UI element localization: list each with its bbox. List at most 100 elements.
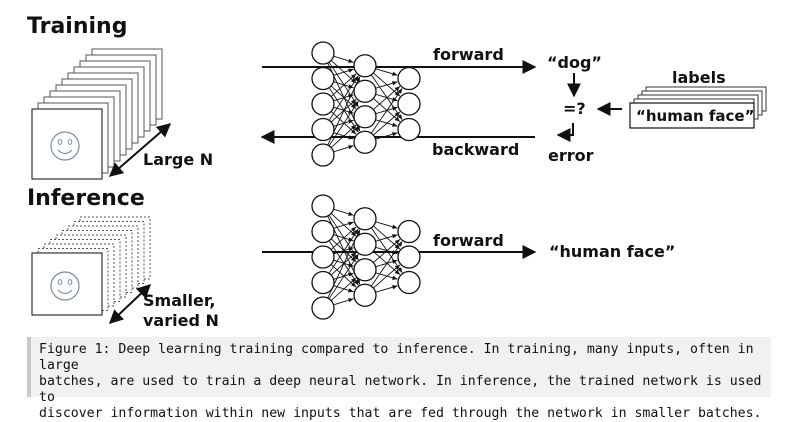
figure-caption: Figure 1: Deep learning training compare… xyxy=(27,337,771,421)
error-label: error xyxy=(548,146,594,165)
inference-forward-label: forward xyxy=(433,231,504,250)
compare-label: =? xyxy=(563,99,586,118)
front-image-frame xyxy=(31,252,103,316)
connection-arrowhead xyxy=(394,86,400,92)
connection-arrowhead xyxy=(348,262,354,267)
network-connection xyxy=(373,86,401,110)
connection-arrowhead xyxy=(350,282,357,288)
inference-output-label: “human face” xyxy=(549,242,675,261)
connection-arrowhead xyxy=(397,267,403,273)
connection-arrowhead xyxy=(392,71,398,76)
connection-arrowhead xyxy=(350,73,357,79)
network-connection xyxy=(330,226,357,250)
connection-arrowhead xyxy=(348,58,354,63)
connection-arrowhead xyxy=(392,122,398,127)
connection-arrowhead xyxy=(392,259,398,264)
connection-arrowhead xyxy=(353,126,359,133)
network-connection xyxy=(370,241,403,287)
connection-arrowhead xyxy=(353,279,359,286)
network-node xyxy=(311,92,335,116)
network-node xyxy=(311,245,335,269)
network-connection xyxy=(330,124,357,148)
network-node xyxy=(353,130,377,154)
connection-arrowhead xyxy=(355,278,360,285)
front-image-frame xyxy=(31,108,103,180)
network-connection xyxy=(373,239,401,263)
training-image-stack xyxy=(31,48,163,180)
caption-line-3: discover information within new inputs t… xyxy=(39,406,762,421)
inference-neural-network xyxy=(311,194,421,320)
network-node xyxy=(353,79,377,103)
network-node xyxy=(397,66,421,91)
network-node xyxy=(397,270,421,295)
connection-arrowhead xyxy=(350,277,357,283)
connection-arrowhead xyxy=(348,68,354,73)
network-connection xyxy=(330,73,357,97)
network-connection xyxy=(328,254,359,300)
network-node xyxy=(353,283,377,307)
connection-arrowhead xyxy=(392,234,398,239)
network-node xyxy=(311,143,335,167)
inference-heading: Inference xyxy=(27,186,145,211)
network-node xyxy=(397,117,421,142)
connection-arrowhead xyxy=(392,285,398,290)
network-connection xyxy=(373,264,401,289)
network-node xyxy=(311,219,335,244)
connection-arrowhead xyxy=(397,241,403,247)
training-neural-network xyxy=(311,41,421,167)
connection-arrowhead xyxy=(392,106,398,111)
network-node xyxy=(311,296,335,320)
connection-arrowhead xyxy=(397,114,403,120)
network-node xyxy=(311,41,335,65)
compare-to-error-arrow xyxy=(556,123,574,142)
inference-batch-label-line2: varied N xyxy=(143,311,219,330)
label-value: “human face” xyxy=(636,107,754,125)
connection-arrowhead xyxy=(350,124,357,130)
network-node xyxy=(353,232,377,256)
connection-arrowhead xyxy=(355,125,360,132)
connection-arrowhead xyxy=(348,145,354,150)
network-node xyxy=(353,54,377,78)
connection-arrowhead xyxy=(394,269,400,275)
label-cards-stack xyxy=(629,86,767,129)
inference-batch-arrow xyxy=(108,284,152,324)
connection-arrowhead xyxy=(394,244,400,250)
network-node xyxy=(397,245,421,269)
connection-arrowhead xyxy=(348,84,354,89)
connection-arrowhead xyxy=(350,226,357,232)
network-node xyxy=(311,117,335,142)
connection-arrowhead xyxy=(353,101,359,107)
training-batch-label: Large N xyxy=(143,150,213,169)
connection-arrowhead xyxy=(348,237,354,242)
connection-arrowhead xyxy=(355,229,360,236)
network-node xyxy=(311,66,335,91)
connection-arrowhead xyxy=(348,119,354,124)
connection-arrowhead xyxy=(397,88,403,94)
training-batch-arrow xyxy=(108,123,172,177)
network-connection xyxy=(328,228,359,274)
training-heading: Training xyxy=(27,14,127,39)
training-forward-label: forward xyxy=(433,45,504,64)
connection-arrowhead xyxy=(392,275,398,280)
connection-arrowhead xyxy=(394,264,400,270)
connection-arrowhead xyxy=(394,111,400,117)
connection-arrowhead xyxy=(355,76,360,83)
connection-arrowhead xyxy=(392,81,398,86)
network-connection xyxy=(328,101,359,147)
smiley-face-icon xyxy=(50,131,80,161)
smiley-face-icon xyxy=(50,271,80,301)
caption-line-2: batches, are used to train a deep neural… xyxy=(39,374,762,405)
connection-arrowhead xyxy=(350,99,357,105)
connection-arrowhead xyxy=(348,135,354,140)
connection-arrowhead xyxy=(394,239,400,245)
connection-arrowhead xyxy=(394,91,400,97)
network-node xyxy=(353,207,377,231)
connection-arrowhead xyxy=(348,211,354,216)
caption-line-1: Figure 1: Deep learning training compare… xyxy=(39,342,754,373)
network-node xyxy=(311,194,335,218)
connection-arrowhead xyxy=(348,109,354,114)
connection-arrowhead xyxy=(353,254,359,260)
labels-heading: labels xyxy=(672,68,726,87)
inference-batch-label-line1: Smaller, xyxy=(143,291,215,310)
